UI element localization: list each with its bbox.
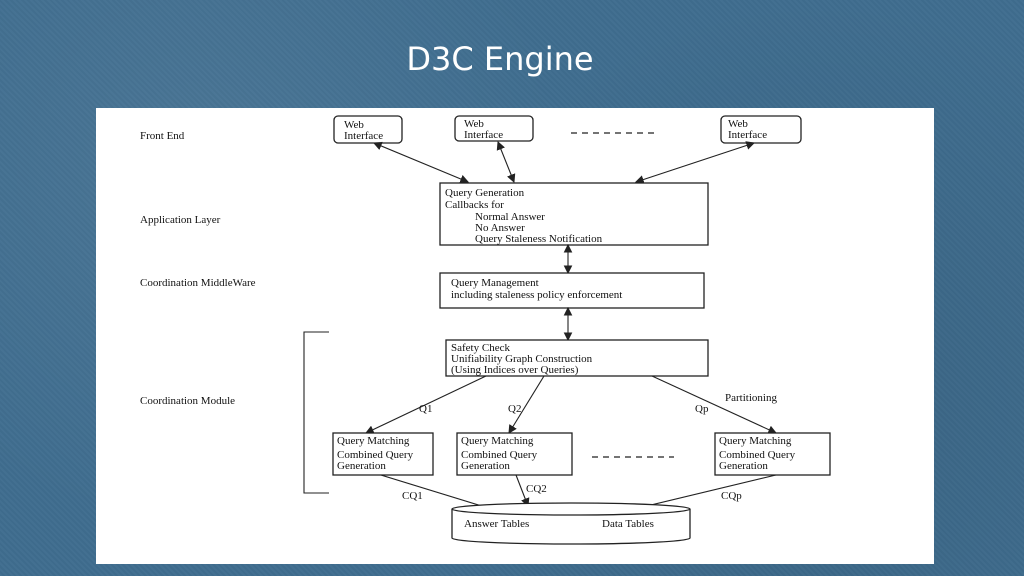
query-generation-line3: Normal Answer — [475, 211, 545, 223]
arrow-interface3-querygen — [634, 141, 756, 184]
data-tables-label: Data Tables — [602, 518, 654, 530]
cq-label-2: CQ2 — [526, 483, 547, 495]
cq-label-p: CQp — [721, 490, 742, 502]
safety-check-line3: (Using Indices over Queries) — [451, 364, 579, 376]
query-matching-2-line1: Query Matching — [461, 435, 534, 447]
web-interface-box-1 — [333, 115, 403, 144]
arrow-partition-q2 — [508, 375, 545, 434]
coordination-module-label: Coordination Module — [140, 395, 235, 407]
web-interface-3-line1: Web — [728, 118, 748, 130]
partition-label-q1: Q1 — [419, 403, 432, 415]
query-management-line2: including staleness policy enforcement — [451, 289, 622, 301]
arrow-partition-qp — [651, 375, 777, 434]
query-management-box — [439, 272, 705, 309]
arrow-interface2-querygen — [496, 140, 516, 184]
query-generation-line1: Query Generation — [445, 187, 525, 199]
database-cylinder — [451, 502, 691, 545]
safety-check-box — [445, 339, 709, 377]
arrow-cq2-database — [515, 474, 530, 508]
query-matching-3-line1: Query Matching — [719, 435, 792, 447]
safety-check-line1: Safety Check — [451, 342, 510, 354]
query-matching-1-line3: Generation — [337, 460, 386, 472]
safety-check-line2: Unifiability Graph Construction — [451, 353, 593, 365]
front-end-label: Front End — [140, 130, 185, 142]
arrow-partition-q1 — [365, 375, 487, 434]
cq-label-1: CQ1 — [402, 490, 423, 502]
diagram-panel: Front End Application Layer Coordination… — [96, 108, 934, 564]
query-generation-box — [439, 182, 709, 246]
web-interface-2-line1: Web — [464, 118, 484, 130]
answer-tables-label: Answer Tables — [464, 518, 529, 530]
web-interface-3-line2: Interface — [728, 129, 767, 141]
application-layer-label: Application Layer — [140, 214, 221, 226]
query-matching-2-line3: Generation — [461, 460, 510, 472]
query-matching-box-3 — [714, 432, 831, 476]
partitioning-label: Partitioning — [725, 392, 777, 404]
query-matching-1-line2: Combined Query — [337, 449, 414, 461]
web-interface-box-2 — [454, 115, 534, 142]
partition-label-qp: Qp — [695, 403, 709, 415]
query-matching-3-line2: Combined Query — [719, 449, 796, 461]
query-matching-3-line3: Generation — [719, 460, 768, 472]
query-matching-box-2 — [456, 432, 573, 476]
query-matching-2-line2: Combined Query — [461, 449, 538, 461]
slide-title: D3C Engine — [406, 40, 594, 78]
query-management-line1: Query Management — [451, 277, 539, 289]
coordination-middleware-label: Coordination MiddleWare — [140, 277, 256, 289]
web-interface-1-line1: Web — [344, 119, 364, 131]
query-matching-1-line1: Query Matching — [337, 435, 410, 447]
query-generation-line5: Query Staleness Notification — [475, 233, 603, 245]
arrow-interface1-querygen — [372, 141, 470, 184]
partition-label-q2: Q2 — [508, 403, 521, 415]
web-interface-2-line2: Interface — [464, 129, 503, 141]
coordination-module-bracket — [303, 331, 329, 494]
query-generation-line4: No Answer — [475, 222, 525, 234]
query-generation-line2: Callbacks for — [445, 199, 504, 211]
query-matching-box-1 — [332, 432, 434, 476]
web-interface-1-line2: Interface — [344, 130, 383, 142]
web-interface-box-3 — [720, 115, 802, 144]
architecture-diagram: Front End Application Layer Coordination… — [140, 115, 831, 545]
